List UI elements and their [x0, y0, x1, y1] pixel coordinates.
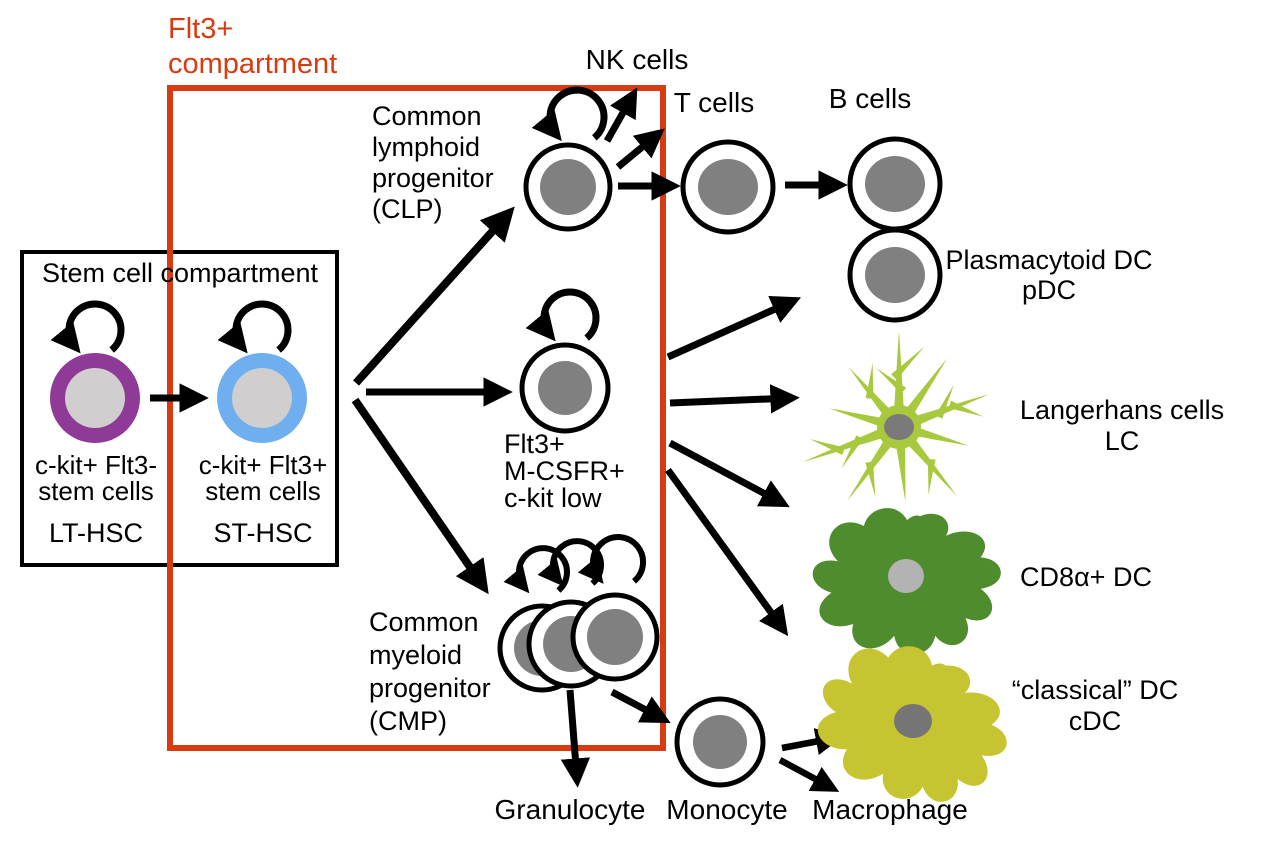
self-renewal-loop-cmp-1: [503, 545, 570, 594]
lt-hsc-label-line1: c-kit+ Flt3-: [34, 450, 158, 480]
arrow-sthsc-to-clp: [353, 206, 515, 386]
langerhans-cell: [800, 331, 992, 505]
t-cells-label: T cells: [673, 87, 755, 118]
arrow-to-pdc: [666, 295, 802, 361]
pdc-label: Plasmacytoid DC pDC: [945, 245, 1152, 305]
lt-hsc-cell: [50, 353, 140, 443]
clp-label-line3: progenitor: [372, 163, 494, 193]
arrow-to-cdc: [665, 467, 789, 637]
arrow-clp-to-t: [615, 128, 665, 170]
cdc-label-line1: “classical” DC: [1011, 675, 1179, 705]
arrow-to-cd8a-dc: [668, 439, 790, 508]
st-hsc-label: c-kit+ Flt3+ stem cells: [199, 452, 328, 504]
t-cell: [680, 139, 776, 235]
langerhans-nucleus: [884, 414, 914, 440]
stem-cell-compartment-box: [20, 250, 339, 567]
pdc-cell: [847, 227, 943, 323]
cmp-label-line4: (CMP): [369, 706, 447, 736]
pdc-label-line1: Plasmacytoid DC: [945, 245, 1153, 275]
mid-progenitor-label-line3: c-kit low: [504, 483, 602, 513]
self-renewal-loop-mid: [525, 288, 600, 342]
granulocyte-label: Granulocyte: [494, 794, 646, 825]
cmp-label-line1: Common: [369, 607, 479, 637]
self-renewal-loop-sthsc: [217, 300, 292, 354]
st-hsc-abbr: ST-HSC: [213, 518, 313, 548]
cd8a-dc-label: CD8α+ DC: [1020, 562, 1152, 592]
cmp-cells: [497, 592, 660, 693]
mid-progenitor-label-line1: Flt3+: [504, 429, 565, 459]
langerhans-label-line2: LC: [1104, 426, 1140, 456]
mid-progenitor-label: Flt3+ M-CSFR+ c-kit low: [504, 431, 625, 512]
clp-label-line1: Common: [372, 101, 482, 131]
lt-hsc-label-line2: stem cells: [38, 476, 154, 506]
flt3-compartment-label-line2: compartment: [168, 48, 338, 80]
arrow-clp-to-nk: [603, 87, 638, 143]
pdc-label-line2: pDC: [1021, 275, 1076, 305]
nk-cells-label: NK cells: [585, 44, 689, 75]
clp-label-line2: lymphoid: [372, 132, 481, 162]
cdc-nucleus: [894, 704, 932, 738]
mid-progenitor-cell: [519, 342, 611, 434]
cmp-label: Common myeloid progenitor (CMP): [369, 606, 491, 738]
self-renewal-loop-clp: [531, 86, 608, 142]
cdc-label: “classical” DC cDC: [1012, 675, 1179, 737]
st-hsc-label-line2: stem cells: [205, 476, 321, 506]
cmp-label-line2: myeloid: [369, 640, 463, 670]
clp-label: Common lymphoid progenitor (CLP): [372, 101, 494, 225]
st-hsc-label-line1: c-kit+ Flt3+: [198, 450, 328, 480]
langerhans-label: Langerhans cells LC: [1020, 395, 1224, 457]
flt3-compartment-label-line1: Flt3+: [168, 13, 234, 45]
st-hsc-cell: [217, 353, 307, 443]
cdc-label-line2: cDC: [1068, 706, 1122, 736]
b-cell: [847, 136, 943, 232]
flt3-compartment-label: Flt3+ compartment: [168, 12, 337, 82]
arrow-cmp-to-monocyte: [610, 688, 671, 724]
stem-compartment-title: Stem cell compartment: [41, 258, 319, 288]
flt3-compartment-box: [167, 85, 666, 751]
arrow-sthsc-to-cmp: [351, 397, 489, 595]
arrow-to-lc: [669, 384, 800, 414]
clp-cell: [523, 142, 613, 232]
mid-progenitor-label-line2: M-CSFR+: [504, 456, 625, 486]
self-renewal-loop-cmp-3: [577, 534, 646, 584]
self-renewal-loops: [50, 86, 646, 594]
clp-label-line4: (CLP): [372, 194, 443, 224]
monocyte-label: Monocyte: [666, 794, 788, 825]
macrophage-label: Macrophage: [812, 794, 968, 825]
lt-hsc-label: c-kit+ Flt3- stem cells: [35, 452, 157, 504]
cd8a-dc-nucleus: [888, 559, 924, 593]
arrow-monocyte-to-macrophage: [778, 757, 840, 792]
monocyte-cell: [674, 696, 766, 788]
lt-hsc-abbr: LT-HSC: [48, 518, 144, 548]
langerhans-label-line1: Langerhans cells: [1019, 395, 1225, 425]
b-cells-label: B cells: [828, 83, 912, 114]
differentiation-arrows: [150, 87, 848, 792]
self-renewal-loop-lthsc: [50, 300, 125, 354]
arrow-cmp-to-granulocyte: [560, 689, 591, 788]
cmp-label-line3: progenitor: [369, 673, 491, 703]
